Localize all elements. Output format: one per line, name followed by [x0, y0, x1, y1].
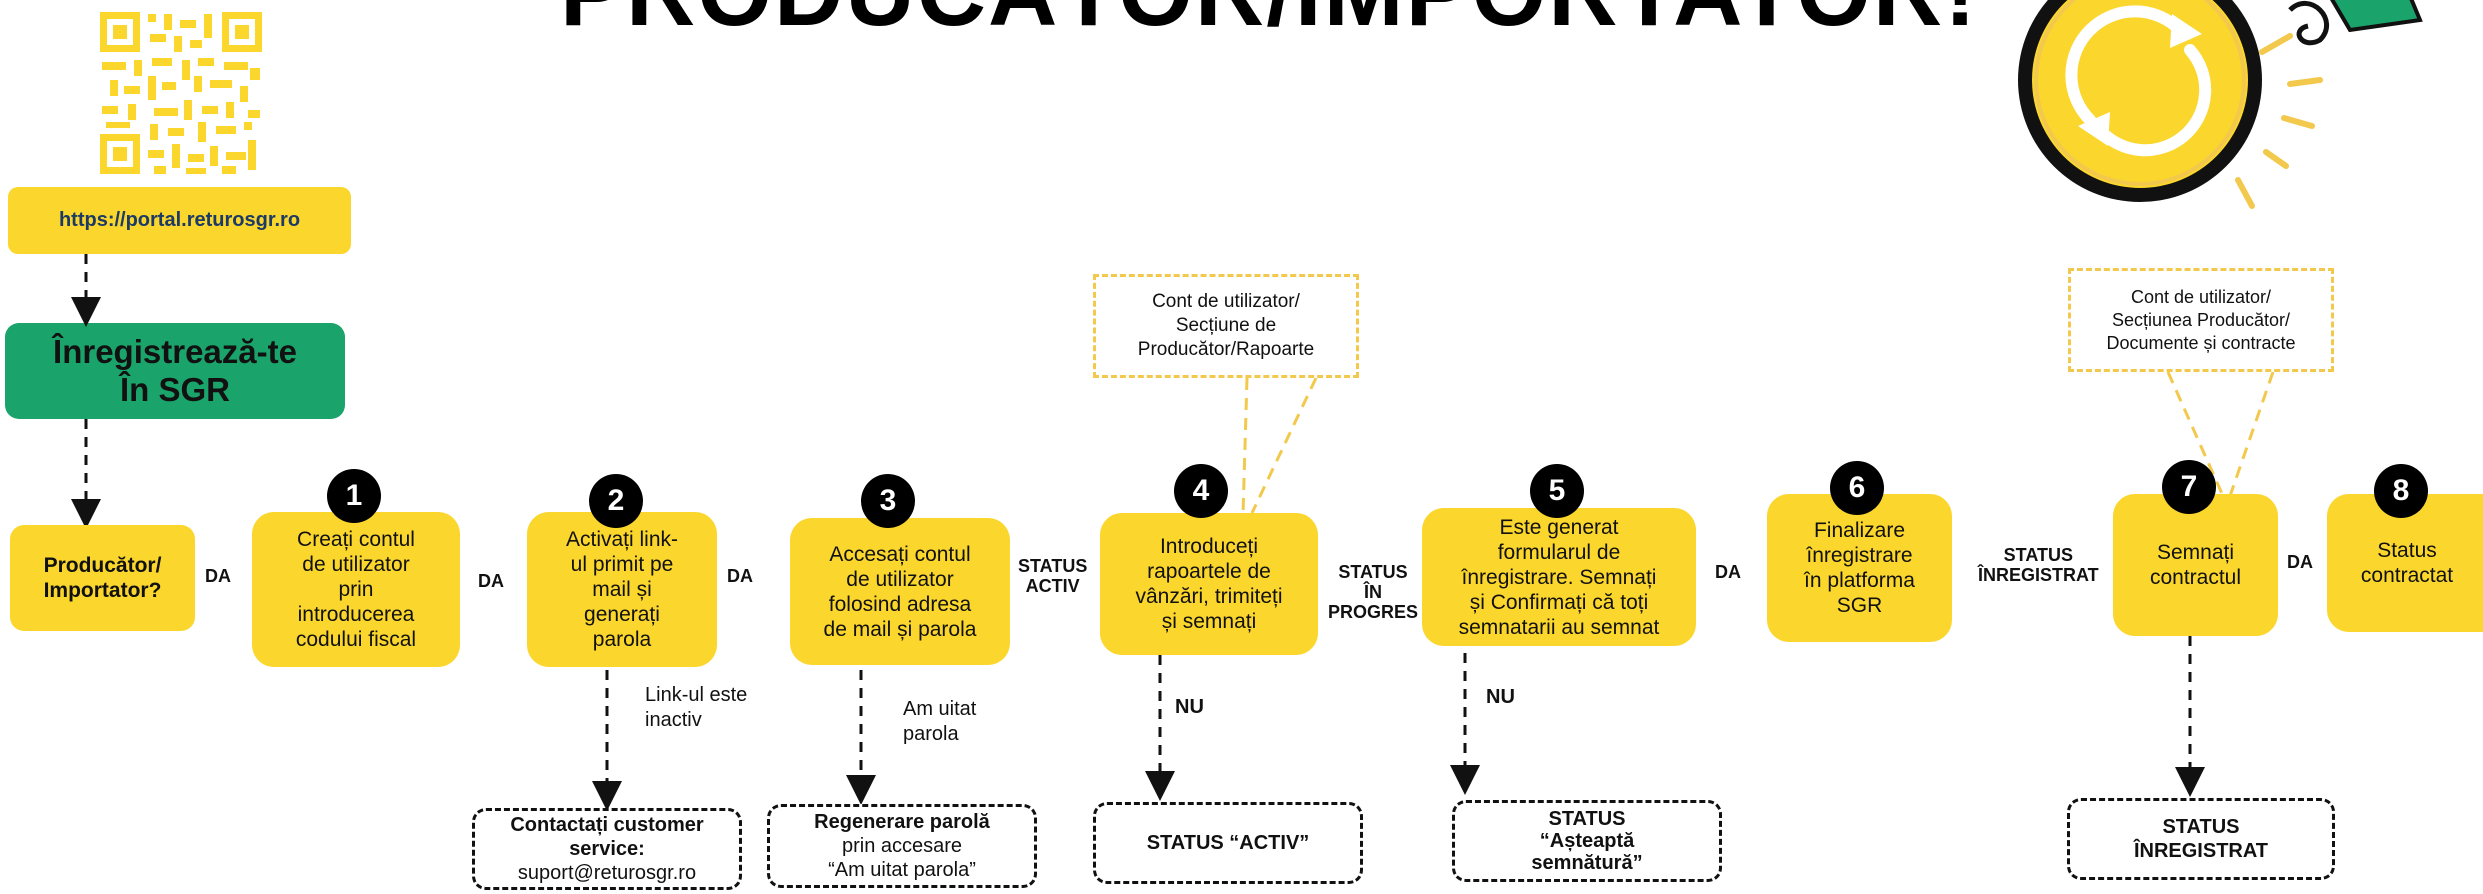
status-inregistrat-box: STATUS ÎNREGISTRAT [2067, 798, 2335, 880]
step-8-number: 8 [2374, 464, 2428, 518]
step-7-number: 7 [2162, 460, 2216, 514]
callout-documente: Cont de utilizator/ Secțiunea Producător… [2068, 268, 2334, 372]
nu-label: NU [1486, 686, 1515, 708]
callout-rapoarte: Cont de utilizator/ Secțiune de Producăt… [1093, 274, 1359, 378]
qr-code-icon [98, 10, 264, 176]
step-6-number: 6 [1830, 461, 1884, 515]
da-label: DA [2287, 552, 2313, 572]
status-inregistrat-label: STATUS ÎNREGISTRAT [1978, 545, 2099, 585]
step-4-box: Introduceți rapoartele de vânzări, trimi… [1100, 513, 1318, 655]
portal-url-link[interactable]: https://portal.returosgr.ro [58, 209, 301, 231]
status-activ-label: STATUS ACTIV [1018, 556, 1088, 596]
da-label: DA [478, 571, 504, 591]
step-1-box: Creați contul de utilizator prin introdu… [252, 512, 460, 667]
step-6-text: Finalizare înregistrare în platforma SGR [1804, 519, 1915, 617]
qr-code[interactable] [98, 10, 264, 176]
recycle-icon [2018, 0, 2423, 209]
step-4-number: 4 [1174, 464, 1228, 518]
customer-service-email[interactable]: suport@returosgr.ro [517, 862, 697, 884]
step-2-box: Activați link- ul primit pe mail și gene… [527, 512, 717, 667]
da-label: DA [727, 566, 753, 586]
customer-service-box: Contactați customer service: suport@retu… [472, 808, 742, 890]
step-8-text: Status contractat [2360, 539, 2454, 587]
regen-text: prin accesare “Am uitat parola” [828, 835, 976, 881]
link-inactive-note: Link-ul este inactiv [645, 684, 748, 731]
question-label: Producător/ Importator? [43, 554, 162, 602]
step-5-text: Este generat formularul de înregistrare.… [1458, 515, 1660, 639]
recycle-sun-illustration [1990, 0, 2483, 230]
status-activ-text: STATUS “ACTIV” [1146, 832, 1310, 854]
question-box: Producător/ Importator? [10, 525, 195, 631]
step-2-number: 2 [589, 474, 643, 528]
step-3-box: Accesați contul de utilizator folosind a… [790, 518, 1010, 665]
da-label: DA [1715, 562, 1741, 582]
step-4-text: Introduceți rapoartele de vânzări, trimi… [1135, 535, 1283, 633]
status-in-progres-label: STATUS ÎN PROGRES [1328, 562, 1419, 622]
status-asteapta-box: STATUS “Așteaptă semnătură” [1452, 800, 1722, 882]
step-7-box: Semnați contractul [2113, 494, 2278, 636]
da-label: DA [205, 566, 231, 586]
step-5-box: Este generat formularul de înregistrare.… [1422, 508, 1696, 646]
page-title: PRODUCĂTOR/IMPORTATOR! [560, 0, 1976, 48]
nu-label: NU [1175, 696, 1204, 718]
step-1-text: Creați contul de utilizator prin introdu… [295, 528, 417, 651]
regen-title: Regenerare parolă [814, 811, 990, 833]
step-1-number: 1 [327, 469, 381, 523]
status-inregistrat-text: STATUS ÎNREGISTRAT [2133, 816, 2269, 862]
regen-password-box: Regenerare parolă prin accesare “Am uita… [767, 804, 1037, 888]
step-5-number: 5 [1530, 464, 1584, 518]
register-box: Înregistrează-te În SGR [5, 323, 345, 419]
step-2-text: Activați link- ul primit pe mail și gene… [565, 528, 679, 651]
customer-service-title: Contactați customer service: [510, 814, 704, 860]
forgot-password-note: Am uitat parola [903, 698, 977, 745]
portal-url-box[interactable]: https://portal.returosgr.ro [8, 187, 351, 254]
step-3-number: 3 [861, 474, 915, 528]
step-3-text: Accesați contul de utilizator folosind a… [823, 542, 977, 641]
status-activ-box: STATUS “ACTIV” [1093, 802, 1363, 884]
step-6-box: Finalizare înregistrare în platforma SGR [1767, 494, 1952, 642]
step-7-text: Semnați contractul [2149, 541, 2242, 589]
register-label: Înregistrează-te În SGR [53, 333, 297, 408]
status-asteapta-text: STATUS “Așteaptă semnătură” [1531, 808, 1643, 874]
